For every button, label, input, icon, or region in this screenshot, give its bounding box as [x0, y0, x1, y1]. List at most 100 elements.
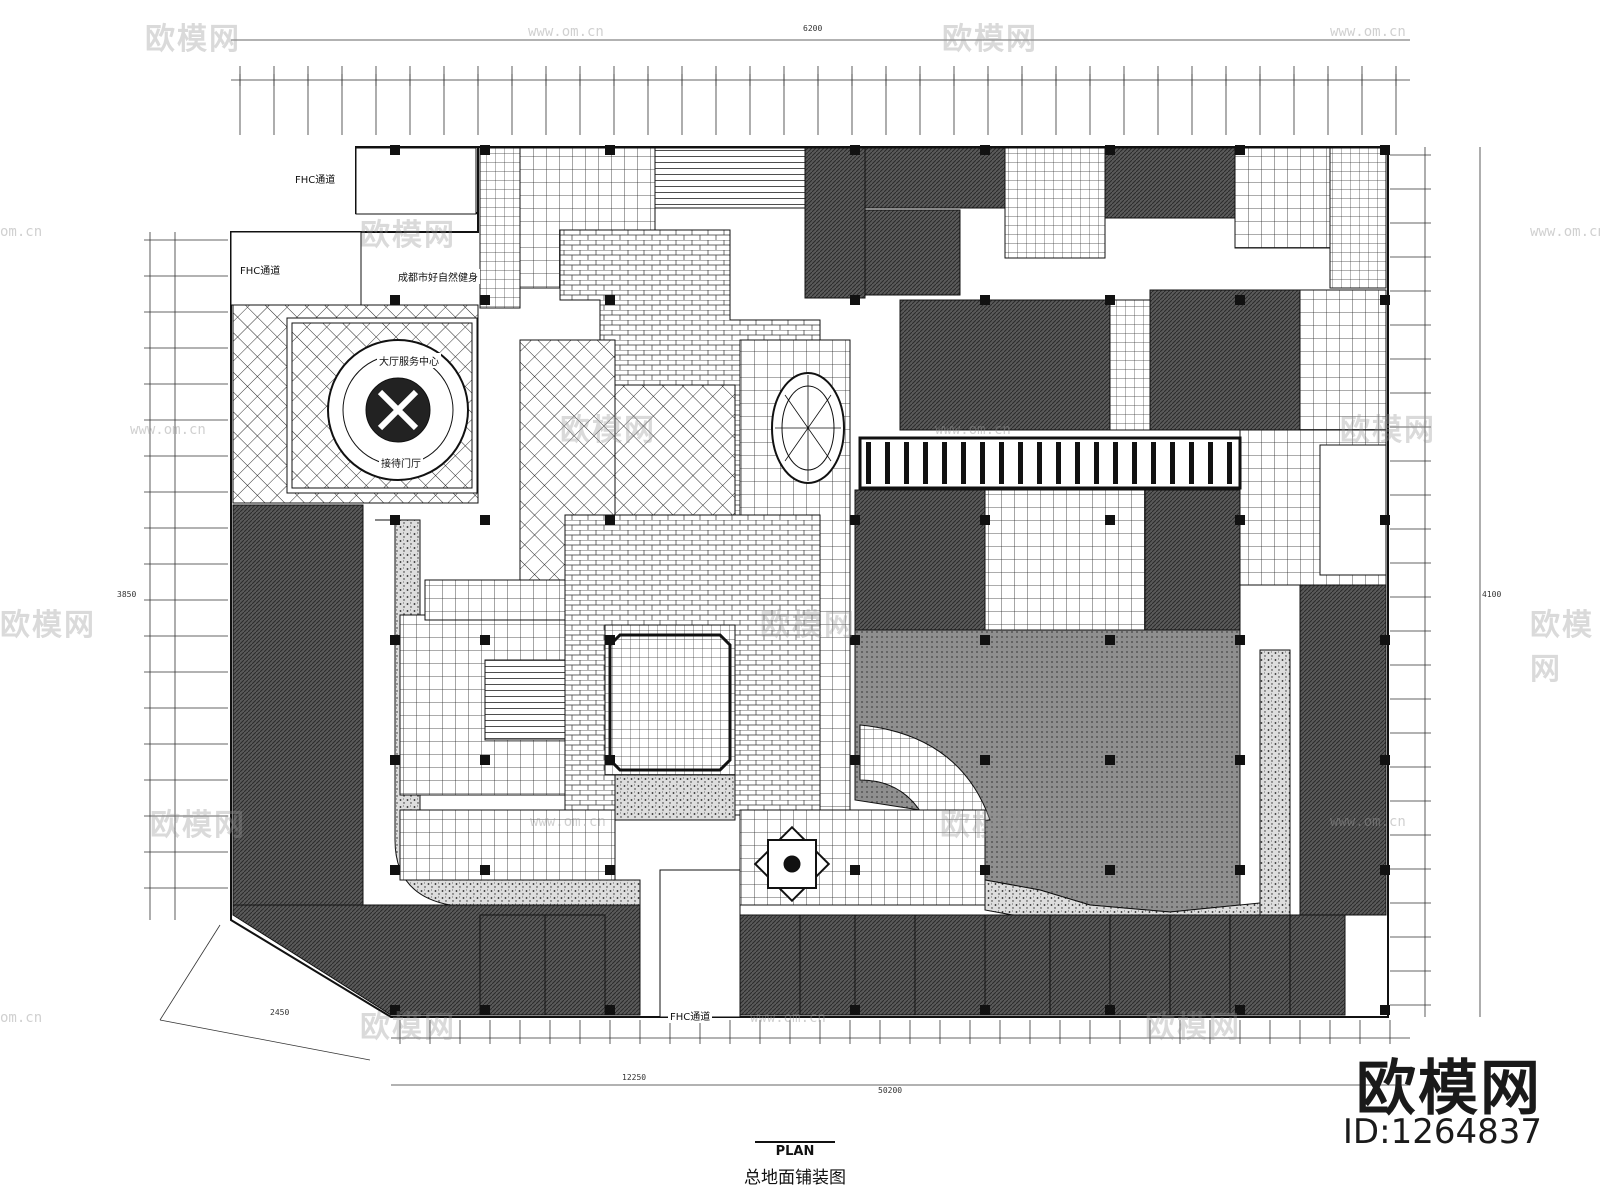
left-dark-strip: [232, 504, 364, 916]
shop-unit: [1229, 914, 1291, 1016]
structural-column: [480, 515, 490, 525]
structural-column: [1380, 145, 1390, 155]
structural-column: [1105, 515, 1115, 525]
corner-brand-logo: 欧模网: [1356, 1054, 1542, 1124]
railing-bar: [1227, 442, 1232, 484]
structural-column: [850, 865, 860, 875]
structural-column: [1235, 145, 1245, 155]
dim-left-total: 3850: [117, 590, 137, 599]
structural-column: [605, 635, 615, 645]
structural-column: [980, 145, 990, 155]
structural-column: [1105, 755, 1115, 765]
structural-column: [480, 635, 490, 645]
structural-column: [980, 865, 990, 875]
structural-column: [850, 755, 860, 765]
structural-column: [480, 295, 490, 305]
structural-column: [980, 1005, 990, 1015]
railing-band: [858, 436, 1242, 490]
structural-column: [980, 755, 990, 765]
structural-column: [390, 755, 400, 765]
structural-column: [1105, 295, 1115, 305]
shop-unit: [1109, 914, 1171, 1016]
structural-column: [605, 145, 615, 155]
room-label-stair-c: FHC通道: [668, 1008, 713, 1023]
structural-column: [980, 515, 990, 525]
railing-bar: [999, 442, 1004, 484]
structural-column: [605, 515, 615, 525]
railing-bar: [1170, 442, 1175, 484]
shop-unit: [799, 914, 856, 1016]
structural-column: [980, 635, 990, 645]
structural-column: [480, 865, 490, 875]
structural-column: [1380, 1005, 1390, 1015]
structural-column: [605, 865, 615, 875]
railing-bar: [1056, 442, 1061, 484]
structural-column: [1235, 515, 1245, 525]
corner-id: ID:1264837: [1342, 1112, 1542, 1152]
structural-column: [390, 635, 400, 645]
shop-unit: [914, 914, 986, 1016]
structural-column: [480, 1005, 490, 1015]
structural-column: [1235, 865, 1245, 875]
railing-bar: [942, 442, 947, 484]
shop-unit: [739, 914, 801, 1016]
structural-column: [1105, 635, 1115, 645]
shop-unit: [1049, 914, 1111, 1016]
structural-column: [390, 145, 400, 155]
structural-column: [390, 1005, 400, 1015]
structural-column: [390, 515, 400, 525]
structural-column: [480, 145, 490, 155]
structural-column: [980, 295, 990, 305]
structural-column: [850, 295, 860, 305]
railing-bar: [1075, 442, 1080, 484]
railing-bar: [980, 442, 985, 484]
plan-label: PLAN: [755, 1141, 835, 1159]
structural-column: [1105, 145, 1115, 155]
railing-bar: [961, 442, 966, 484]
railing-bar: [904, 442, 909, 484]
star-medallion: [753, 825, 831, 903]
shop-unit: [1169, 914, 1231, 1016]
railing-bar: [1094, 442, 1099, 484]
structural-column: [1380, 635, 1390, 645]
structural-column: [1235, 1005, 1245, 1015]
room-label-stair-a: FHC通道: [293, 171, 338, 186]
stair-blocks: [230, 147, 1387, 1018]
dim-diag: 2450: [270, 1008, 290, 1017]
structural-column: [1235, 755, 1245, 765]
drawing-caption: 总地面铺装图: [744, 1168, 846, 1188]
railing-bar: [923, 442, 928, 484]
structural-column: [850, 145, 860, 155]
shop-unit: [544, 914, 606, 1016]
dim-bottom-sub: 12250: [622, 1073, 647, 1082]
room-label-stair-b: FHC通道: [238, 262, 283, 277]
dim-bottom-total: 50200: [878, 1086, 903, 1095]
structural-column: [1380, 755, 1390, 765]
structural-column: [605, 295, 615, 305]
structural-column: [1380, 515, 1390, 525]
structural-column: [1380, 865, 1390, 875]
railing-bar: [885, 442, 890, 484]
rosette-medallion: [771, 372, 845, 484]
room-label-lobby: 接待门厅: [379, 455, 423, 470]
railing-bar: [1113, 442, 1118, 484]
railing-bar: [1208, 442, 1213, 484]
structural-column: [390, 295, 400, 305]
structural-column: [850, 515, 860, 525]
shop-unit: [1289, 914, 1346, 1016]
room-label-hall-sign: 成都市好自然健身: [396, 269, 480, 284]
structural-column: [1380, 295, 1390, 305]
dim-top-total: 6200: [803, 24, 823, 33]
structural-column: [605, 1005, 615, 1015]
shop-unit: [854, 914, 916, 1016]
structural-column: [1105, 1005, 1115, 1015]
railing-bar: [866, 442, 871, 484]
dim-right-total: 4100: [1482, 590, 1502, 599]
room-label-reception: 大厅服务中心: [377, 353, 441, 368]
structural-column: [605, 755, 615, 765]
structural-column: [850, 635, 860, 645]
structural-column: [1235, 295, 1245, 305]
railing-bar: [1189, 442, 1194, 484]
